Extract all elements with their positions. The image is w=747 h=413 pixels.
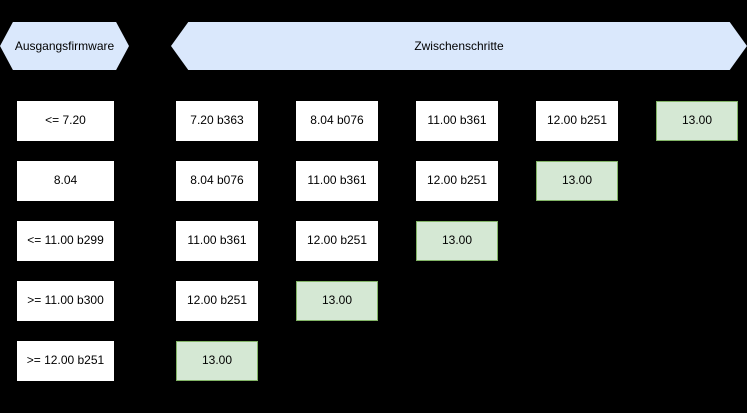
intermediate-step-label: 12.00 b251 <box>546 113 608 128</box>
target-firmware-label: 13.00 <box>201 353 233 368</box>
intermediate-step-label: 11.00 b361 <box>187 233 247 248</box>
intermediate-step-cell: 12.00 b251 <box>176 281 258 321</box>
header-banner-start-firmware-label: Ausgangsfirmware <box>14 39 115 53</box>
start-firmware-label: 8.04 <box>53 173 78 188</box>
target-firmware-label: 13.00 <box>321 293 353 308</box>
start-firmware-cell: >= 11.00 b300 <box>17 281 114 321</box>
target-firmware-cell: 13.00 <box>176 341 258 381</box>
start-firmware-cell: 8.04 <box>17 161 114 201</box>
intermediate-step-cell: 11.00 b361 <box>176 221 258 261</box>
target-firmware-cell: 13.00 <box>416 221 498 261</box>
intermediate-step-cell: 12.00 b251 <box>416 161 498 201</box>
target-firmware-cell: 13.00 <box>656 101 738 141</box>
target-firmware-cell: 13.00 <box>536 161 618 201</box>
intermediate-step-label: 11.00 b361 <box>307 173 367 188</box>
intermediate-step-label: 11.00 b361 <box>427 113 487 128</box>
header-banner-start-firmware: Ausgangsfirmware <box>0 22 129 70</box>
start-firmware-cell: <= 7.20 <box>17 101 114 141</box>
target-firmware-cell: 13.00 <box>296 281 378 321</box>
intermediate-step-cell: 8.04 b076 <box>176 161 258 201</box>
intermediate-step-label: 8.04 b076 <box>310 113 364 128</box>
intermediate-step-cell: 11.00 b361 <box>296 161 378 201</box>
target-firmware-label: 13.00 <box>441 233 473 248</box>
start-firmware-cell: >= 12.00 b251 <box>17 341 114 381</box>
intermediate-step-cell: 8.04 b076 <box>296 101 378 141</box>
start-firmware-label: >= 11.00 b300 <box>27 293 104 308</box>
intermediate-step-label: 12.00 b251 <box>426 173 488 188</box>
intermediate-step-cell: 12.00 b251 <box>536 101 618 141</box>
start-firmware-label: <= 7.20 <box>45 113 86 128</box>
start-firmware-cell: <= 11.00 b299 <box>17 221 114 261</box>
target-firmware-label: 13.00 <box>561 173 593 188</box>
intermediate-step-cell: 11.00 b361 <box>416 101 498 141</box>
start-firmware-label: >= 12.00 b251 <box>26 353 105 368</box>
intermediate-step-label: 7.20 b363 <box>190 113 244 128</box>
target-firmware-label: 13.00 <box>681 113 713 128</box>
intermediate-step-cell: 7.20 b363 <box>176 101 258 141</box>
intermediate-step-cell: 12.00 b251 <box>296 221 378 261</box>
start-firmware-label: <= 11.00 b299 <box>27 233 104 248</box>
intermediate-step-label: 8.04 b076 <box>190 173 244 188</box>
intermediate-step-label: 12.00 b251 <box>306 233 368 248</box>
header-banner-intermediate-steps: Zwischenschritte <box>171 22 747 70</box>
intermediate-step-label: 12.00 b251 <box>186 293 248 308</box>
header-banner-intermediate-steps-label: Zwischenschritte <box>414 39 504 53</box>
